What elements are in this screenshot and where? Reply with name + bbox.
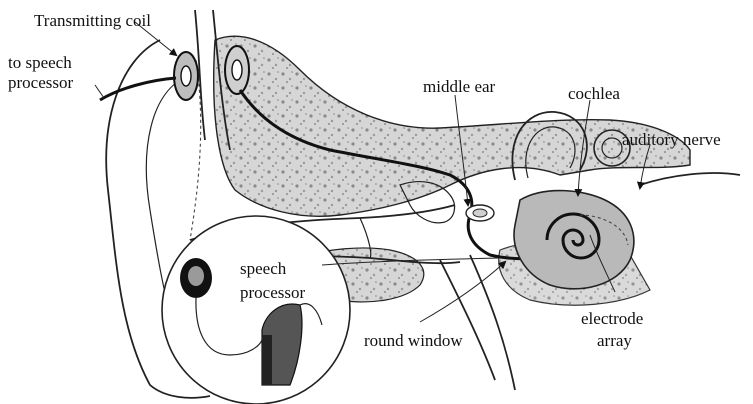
receiver-coil-icon [225, 46, 249, 94]
label-electrode-array-1: electrode [581, 309, 643, 328]
label-auditory-nerve: auditory nerve [622, 130, 721, 149]
label-transmitting-coil: Transmitting coil [34, 11, 151, 30]
label-electrode-array-2: array [597, 331, 632, 350]
speech-processor-inset [162, 216, 350, 404]
label-cochlea: cochlea [568, 84, 620, 103]
cochlea-icon [514, 191, 634, 289]
label-to-speech-processor-2: processor [8, 73, 73, 92]
coil-cable [100, 78, 176, 100]
label-speech-processor-1: speech [240, 259, 287, 278]
label-round-window: round window [364, 331, 463, 350]
transmitting-coil-icon [174, 52, 198, 100]
label-to-speech-processor-1: to speech [8, 53, 72, 72]
label-middle-ear: middle ear [423, 77, 496, 96]
label-speech-processor-2: processor [240, 283, 305, 302]
